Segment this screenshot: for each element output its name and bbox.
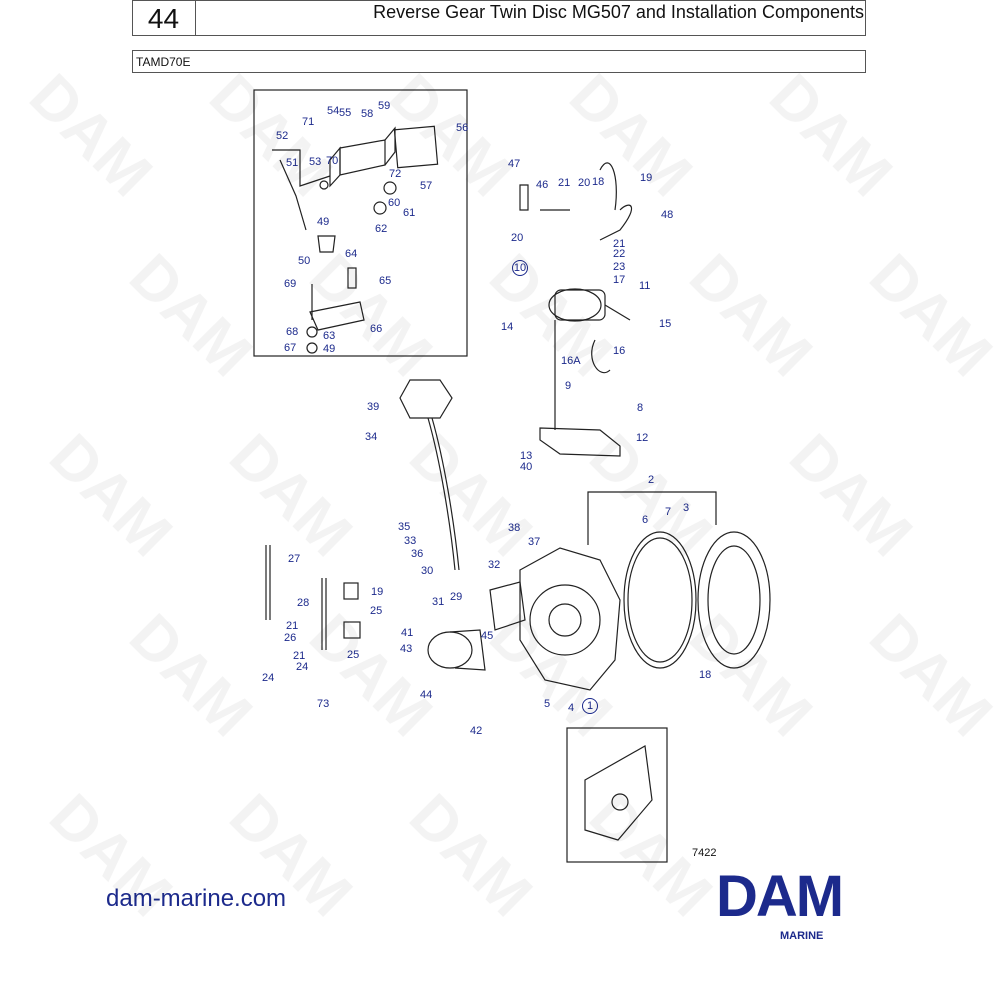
callout-label: 18 <box>699 669 712 681</box>
callout-label: 19 <box>371 586 384 598</box>
header-box <box>132 0 866 36</box>
callout-label: 5 <box>544 698 551 710</box>
callout-label: 52 <box>276 130 289 142</box>
callout-label: 15 <box>659 318 672 330</box>
callout-label: 45 <box>481 630 494 642</box>
callout-label: 65 <box>379 275 392 287</box>
inset-box-bottom-right <box>566 727 668 863</box>
callout-label: 24 <box>262 672 275 684</box>
page-number: 44 <box>132 0 196 36</box>
callout-label: 69 <box>284 278 297 290</box>
callout-label: 1 <box>582 698 598 714</box>
callout-label: 7 <box>665 506 672 518</box>
callout-label: 49 <box>323 343 336 355</box>
callout-label: 43 <box>400 643 413 655</box>
callout-label: 71 <box>302 116 315 128</box>
callout-label: 33 <box>404 535 417 547</box>
callout-label: 6 <box>642 514 649 526</box>
callout-label: 11 <box>639 280 651 292</box>
callout-label: 20 <box>578 177 591 189</box>
callout-label: 20 <box>511 232 524 244</box>
callout-label: 61 <box>403 207 416 219</box>
page-title: Reverse Gear Twin Disc MG507 and Install… <box>373 2 864 22</box>
callout-label: 32 <box>488 559 501 571</box>
callout-label: 8 <box>637 402 644 414</box>
brand-logo-subtitle: MARINE <box>780 930 824 942</box>
callout-label: 59 <box>378 100 391 112</box>
callout-label: 68 <box>286 326 299 338</box>
callout-label: 16A <box>561 355 581 367</box>
callout-label: 47 <box>508 158 521 170</box>
callout-label: 48 <box>661 209 674 221</box>
callout-label: 25 <box>347 649 360 661</box>
callout-label: 2 <box>648 474 655 486</box>
callout-label: 10 <box>512 260 528 276</box>
callout-label: 3 <box>683 502 690 514</box>
callout-label: 16 <box>613 345 626 357</box>
callout-label: 58 <box>361 108 374 120</box>
callout-label: 21 <box>613 238 626 250</box>
figure-number: 7422 <box>692 847 717 859</box>
callout-label: 64 <box>345 248 358 260</box>
callout-label: 44 <box>420 689 433 701</box>
callout-label: 57 <box>420 180 433 192</box>
callout-label: 17 <box>613 274 626 286</box>
callout-label: 70 <box>326 155 339 167</box>
callout-label: 40 <box>520 461 533 473</box>
callout-label: 60 <box>388 197 401 209</box>
callout-label: 29 <box>450 591 463 603</box>
callout-label: 53 <box>309 156 322 168</box>
callout-label: 66 <box>370 323 383 335</box>
callout-label: 12 <box>636 432 649 444</box>
callout-label: 37 <box>528 536 541 548</box>
callout-label: 27 <box>288 553 301 565</box>
callout-label: 46 <box>536 179 549 191</box>
callout-label: 28 <box>297 597 310 609</box>
callout-label: 41 <box>401 627 414 639</box>
callout-label: 18 <box>592 176 605 188</box>
callout-label: 34 <box>365 431 378 443</box>
callout-label: 13 <box>520 450 533 462</box>
callout-label: 23 <box>613 261 626 273</box>
callout-label: 49 <box>317 216 330 228</box>
callout-label: 21 <box>286 620 299 632</box>
callout-label: 38 <box>508 522 521 534</box>
callout-label: 14 <box>501 321 514 333</box>
callout-label: 36 <box>411 548 424 560</box>
callout-label: 56 <box>456 122 469 134</box>
callout-label: 21 <box>293 650 306 662</box>
callout-label: 42 <box>470 725 483 737</box>
callout-label: 9 <box>565 380 572 392</box>
callout-label: 26 <box>284 632 297 644</box>
callout-label: 51 <box>286 157 299 169</box>
footer-url-link[interactable]: dam-marine.com <box>106 885 287 912</box>
callout-label: 73 <box>317 698 330 710</box>
inset-box-top-left <box>253 89 468 357</box>
callout-label: 50 <box>298 255 311 267</box>
callout-label: 63 <box>323 330 336 342</box>
callout-label: 35 <box>398 521 411 533</box>
callout-label: 67 <box>284 342 297 354</box>
callout-label: 22 <box>613 248 626 260</box>
callout-label: 54 <box>327 105 340 117</box>
callout-label: 25 <box>370 605 383 617</box>
callout-label: 4 <box>568 702 575 714</box>
callout-label: 30 <box>421 565 434 577</box>
brand-logo: DAM <box>716 864 844 929</box>
callout-label: 72 <box>389 168 402 180</box>
callout-label: 24 <box>296 661 309 673</box>
callout-label: 21 <box>558 177 571 189</box>
callout-label: 19 <box>640 172 653 184</box>
callout-label: 31 <box>432 596 445 608</box>
model-label: TAMD70E <box>132 50 866 73</box>
callout-label: 55 <box>339 107 352 119</box>
callout-label: 39 <box>367 401 380 413</box>
callout-label: 62 <box>375 223 388 235</box>
